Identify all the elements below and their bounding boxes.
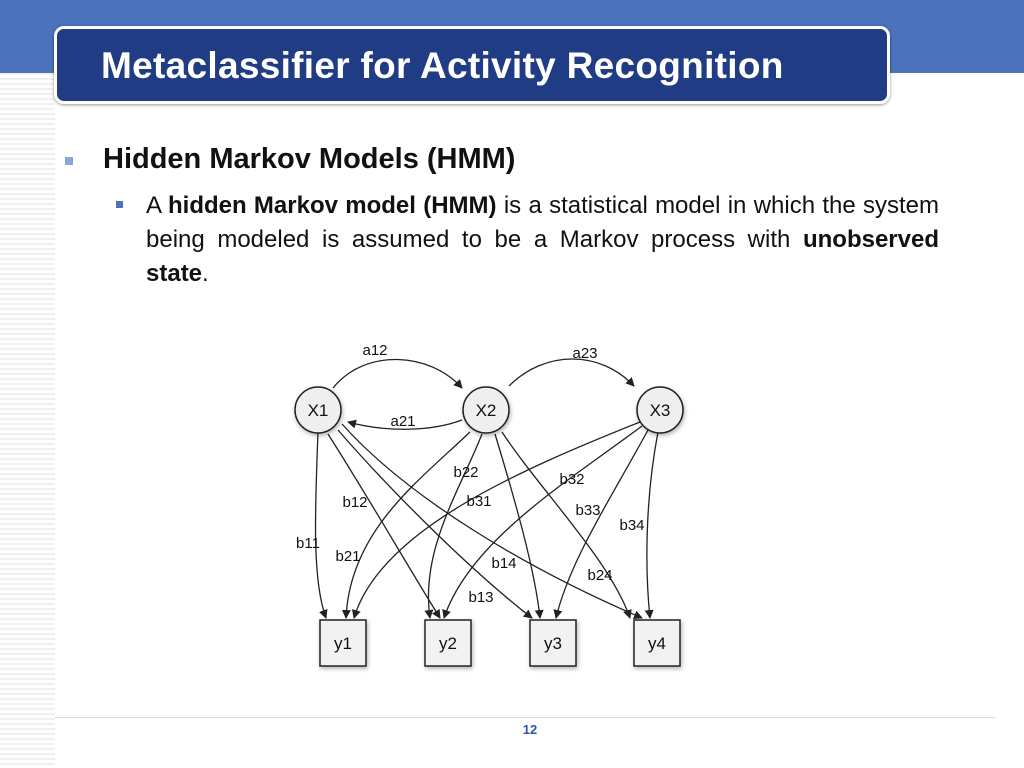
obs-label-y4: y4 [648, 634, 666, 653]
observation-y4: y4 [633, 619, 681, 667]
section-heading: Hidden Markov Models (HMM) [103, 143, 516, 175]
title-box: Metaclassifier for Activity Recognition [54, 26, 890, 104]
obs-label-y3: y3 [544, 634, 562, 653]
hmm-diagram: X1 X2 X3 y1 y2 y3 y4 a12 a21 a23 b11 b12… [294, 342, 684, 667]
edge-b32 [442, 425, 643, 619]
edge-b14 [341, 423, 643, 619]
label-b11: b11 [296, 535, 320, 552]
edge-b24 [501, 431, 632, 619]
footer-divider [55, 717, 995, 718]
label-b14: b14 [491, 555, 516, 572]
obs-label-y2: y2 [439, 634, 457, 653]
edge-b34 [644, 431, 659, 619]
label-a23: a23 [572, 345, 597, 362]
edge-b22 [424, 433, 483, 619]
page-number: 12 [522, 722, 538, 737]
edge-b21 [341, 431, 471, 619]
label-b21: b21 [335, 548, 360, 565]
para-text-a: A [146, 192, 168, 219]
edge-a23 [508, 358, 635, 387]
edge-a12 [332, 358, 463, 389]
observation-y2: y2 [424, 619, 472, 667]
label-b22: b22 [453, 464, 478, 481]
para-text-mid: is a statistical model in which the syst… [146, 192, 940, 253]
label-a12: a12 [362, 342, 387, 359]
state-label-x1: X1 [308, 401, 329, 420]
hidden-state-x1: X1 [294, 386, 342, 434]
side-stripes [0, 73, 55, 768]
obs-label-y1: y1 [334, 634, 352, 653]
state-label-x2: X2 [476, 401, 497, 420]
edge-a21 [347, 419, 463, 430]
observation-y1: y1 [319, 619, 367, 667]
para-text-end: . [202, 260, 209, 287]
edge-b13 [337, 429, 533, 619]
slide-title: Metaclassifier for Activity Recognition [101, 45, 784, 86]
para-bold-state: unobserved state [146, 226, 939, 287]
edge-b11 [314, 431, 328, 619]
definition-paragraph: A hidden Markov model (HMM) is a statist… [146, 189, 939, 291]
label-b31: b31 [466, 493, 491, 510]
hidden-state-x2: X2 [462, 386, 510, 434]
edge-b23 [494, 433, 544, 619]
bullet-square-icon [65, 157, 73, 165]
para-bold-term: hidden Markov model (HMM) [167, 192, 497, 219]
label-b24: b24 [587, 567, 612, 584]
edge-b31 [351, 421, 641, 619]
hidden-state-x3: X3 [636, 386, 684, 434]
label-b12: b12 [342, 494, 367, 511]
observation-y3: y3 [529, 619, 577, 667]
label-b32: b32 [559, 471, 584, 488]
label-b34: b34 [619, 517, 644, 534]
label-b33: b33 [575, 502, 600, 519]
sub-bullet-square-icon [116, 201, 123, 208]
label-b13: b13 [468, 589, 493, 606]
label-a21: a21 [390, 413, 415, 430]
edge-b33 [553, 429, 649, 619]
state-label-x3: X3 [650, 401, 671, 420]
edge-b12 [327, 433, 441, 619]
